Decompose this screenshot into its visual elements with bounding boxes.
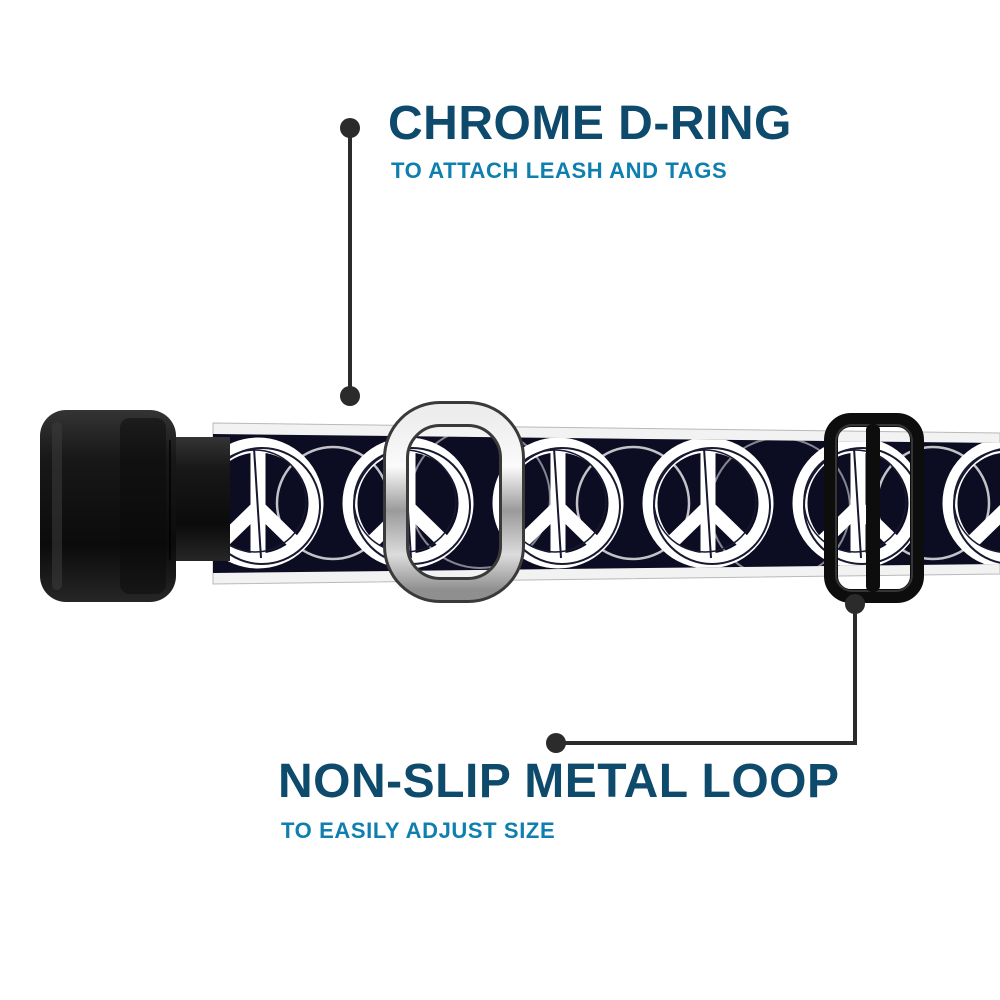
top-callout-subtitle: TO ATTACH LEASH AND TAGS	[391, 158, 728, 183]
metal-loop-slider	[824, 413, 924, 603]
top-callout-line	[348, 128, 352, 396]
bottom-callout-dot-end	[546, 733, 566, 753]
top-callout-title: CHROME D-RING	[388, 97, 792, 150]
chrome-d-ring	[383, 401, 525, 603]
bottom-callout-vertical-line	[853, 604, 857, 745]
collar-strap	[212, 422, 1000, 585]
bottom-callout-subtitle: TO EASILY ADJUST SIZE	[281, 818, 556, 843]
bottom-callout-horizontal-line	[556, 741, 857, 745]
top-callout-dot-end	[340, 386, 360, 406]
side-release-buckle	[40, 410, 230, 602]
bottom-callout-title: NON-SLIP METAL LOOP	[278, 755, 840, 808]
